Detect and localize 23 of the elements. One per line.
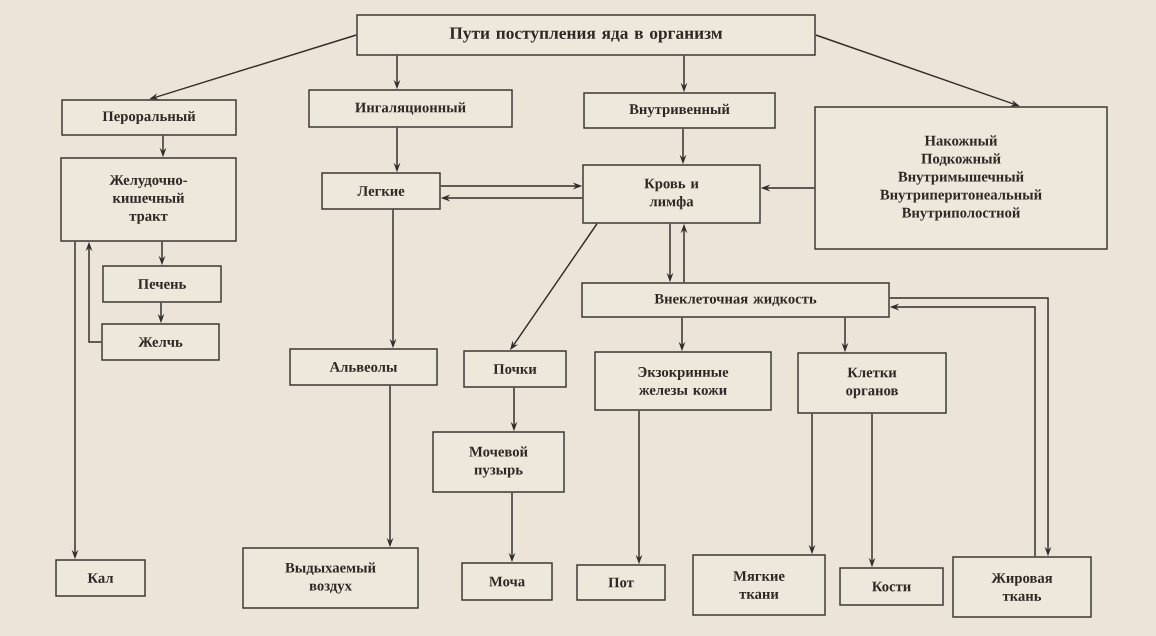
process-box: Желчь: [101, 323, 220, 361]
process-box: Альвеолы: [289, 348, 438, 386]
process-box: Накожный Подкожный Внутримышечный Внутриперитонеальный Внутриполостной: [814, 106, 1108, 250]
process-box: Желудочно-кишечный тракт: [60, 157, 237, 242]
process-box: Жировая ткань: [952, 556, 1092, 618]
process-box: Внутривенный: [583, 92, 776, 129]
process-box: Внеклеточная жидкость: [581, 282, 890, 318]
process-box: Клетки органов: [797, 352, 947, 414]
process-box: Пероральный: [61, 99, 237, 136]
process-box: Почки: [463, 350, 567, 388]
process-box: Легкие: [321, 172, 441, 210]
process-box: Выдыхаемый воздух: [242, 547, 419, 609]
process-box: Моча: [461, 562, 553, 601]
title-box: Пути поступления яда в организм: [356, 14, 816, 56]
process-box: Кости: [839, 567, 944, 606]
process-box: Экзокринные железы кожи: [594, 351, 772, 411]
process-box: Ингаляционный: [308, 89, 513, 128]
process-box: Кровь и лимфа: [582, 164, 761, 224]
process-box: Кал: [55, 559, 146, 597]
process-box: Мочевой пузырь: [432, 431, 565, 493]
process-box: Печень: [102, 265, 222, 303]
process-box: Мягкие ткани: [692, 554, 826, 616]
process-box: Пот: [576, 564, 666, 601]
